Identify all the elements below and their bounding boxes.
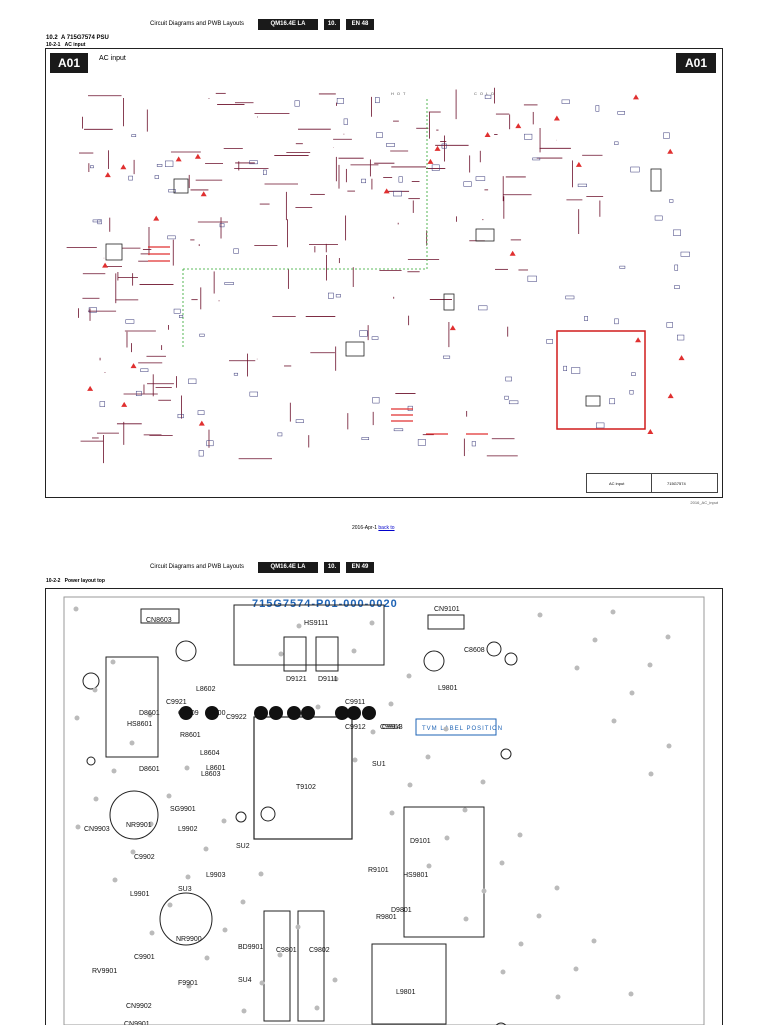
date-line: 2016-Apr-1 back to	[352, 525, 395, 531]
header-caption: Circuit Diagrams and PWB Layouts	[150, 21, 245, 27]
component-label: T9102	[296, 784, 316, 791]
section-tab: 10.	[324, 562, 340, 573]
component-label: NR9901	[126, 822, 152, 829]
component-label: C8609	[178, 710, 199, 717]
tvm-label: TVM LABEL POSITION	[422, 726, 503, 732]
component-label: HS8601	[127, 721, 152, 728]
component-label: L9903	[206, 872, 226, 879]
section-title: A 715G7574 PSU	[61, 35, 109, 41]
component-label: C9914	[380, 724, 401, 731]
component-label: R8601	[180, 732, 201, 739]
component-label: D8601	[139, 710, 160, 717]
title-block-name: AC input	[609, 481, 625, 486]
section-heading: 10.2 A 715G7574 PSU	[46, 35, 109, 41]
component-label: C8608	[464, 647, 485, 654]
component-label: L8602	[196, 686, 216, 693]
component-label: F9901	[178, 980, 198, 987]
model-tab: QM16.4E LA	[258, 562, 318, 573]
tvm-label-box	[415, 718, 497, 736]
component-label: SU4	[238, 977, 252, 984]
board-title: 715G7574-P01-000-0020	[252, 598, 398, 610]
date-text: 2016-Apr-1	[352, 525, 378, 531]
subsection-heading-2: 10-2-2 Power layout top	[46, 578, 105, 584]
page-number-tab: EN 49	[346, 562, 374, 573]
subsection-number: 10-2-2	[46, 578, 61, 584]
component-label: C9801	[276, 947, 297, 954]
page-number-tab: EN 48	[346, 19, 374, 30]
component-label: C9911	[345, 699, 365, 706]
component-label: C9922	[226, 714, 247, 721]
schematic-frame: A01 AC input A01 HOT COLD AC input 715G7…	[45, 48, 723, 505]
footer-code: 2016_AC_input	[690, 500, 718, 505]
component-label: C9902	[134, 854, 155, 861]
subsection-title: AC input	[64, 42, 86, 48]
section-number: 10.2	[46, 35, 58, 41]
page-header-2: Circuit Diagrams and PWB Layouts QM16.4E…	[0, 561, 768, 575]
component-label: D9111	[318, 676, 338, 683]
component-label: R9801	[376, 914, 397, 921]
subsection-number: 10-2-1	[46, 42, 61, 48]
component-label: C9913	[382, 724, 403, 731]
subsection-title: Power layout top	[64, 578, 105, 584]
model-tab: QM16.4E LA	[258, 19, 318, 30]
component-label: R9101	[368, 867, 389, 874]
component-label: L8604	[200, 750, 220, 757]
component-label: L9901	[130, 891, 150, 898]
component-label: L8603	[201, 771, 221, 778]
component-label: C9921	[166, 699, 187, 706]
component-label: CN9901	[124, 1021, 150, 1025]
component-label: SU3	[178, 886, 192, 893]
component-label: D9801	[391, 907, 412, 914]
title-block-code: 715G7574	[667, 481, 686, 486]
component-label: CN9903	[84, 826, 110, 833]
back-link[interactable]: back to	[378, 525, 395, 531]
cold-label: COLD	[474, 91, 497, 96]
component-label: CN9902	[126, 1003, 152, 1010]
component-label: L9801	[396, 989, 416, 996]
schematic-tag: A01	[50, 53, 88, 73]
component-label: SU1	[372, 761, 386, 768]
component-label: L8601	[206, 765, 226, 772]
component-label: SG9901	[170, 806, 196, 813]
component-label: L9902	[178, 826, 198, 833]
component-label: SU2	[236, 843, 250, 850]
component-label: D8601	[139, 766, 160, 773]
component-label: C9912	[345, 724, 366, 731]
component-label: CN9101	[434, 606, 460, 613]
component-label: CN8603	[146, 617, 172, 624]
component-label: RV9901	[92, 968, 117, 975]
component-label: BD9901	[238, 944, 263, 951]
section-tab: 10.	[324, 19, 340, 30]
component-label: L9801	[438, 685, 458, 692]
schematic-drawing: HOT COLD	[66, 87, 690, 464]
component-label: L9900	[206, 710, 226, 717]
component-label: C9901	[134, 954, 155, 961]
pcb-drawing: 715G7574-P01-000-0020 TVM LABEL POSITION…	[63, 596, 705, 1025]
component-label: HS9111	[304, 620, 328, 627]
subsection-heading-1: 10-2-1 AC input	[46, 42, 85, 48]
title-block: AC input 715G7574	[586, 473, 718, 493]
component-label: C9802	[309, 947, 330, 954]
pcb-layout-frame: 715G7574-P01-000-0020 TVM LABEL POSITION…	[45, 588, 723, 1025]
component-label: D9101	[410, 838, 431, 845]
component-label: HS9801	[403, 872, 428, 879]
hot-label: HOT	[391, 91, 408, 96]
component-label: D9121	[286, 676, 307, 683]
header-caption: Circuit Diagrams and PWB Layouts	[150, 564, 245, 570]
component-label: NR9900	[176, 936, 202, 943]
page-header-1: Circuit Diagrams and PWB Layouts QM16.4E…	[0, 18, 768, 32]
schematic-tag-right: A01	[676, 53, 716, 73]
schematic-title: AC input	[99, 55, 126, 62]
